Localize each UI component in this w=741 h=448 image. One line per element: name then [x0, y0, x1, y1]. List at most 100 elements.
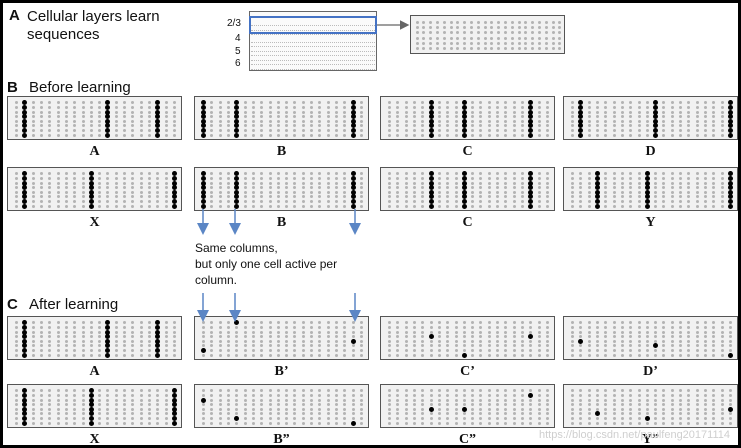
inactive-cell [487, 421, 491, 425]
inactive-cell [139, 349, 143, 352]
inactive-cell [326, 398, 330, 402]
inactive-cell [156, 394, 160, 397]
inactive-cell [670, 200, 674, 203]
inactive-cell [612, 394, 616, 397]
inactive-cell [310, 353, 314, 357]
active-cell [201, 132, 207, 138]
inactive-cell [260, 172, 264, 176]
inactive-cell [293, 407, 297, 411]
active-cell [528, 100, 534, 106]
inactive-cell [147, 186, 151, 190]
inactive-cell [334, 417, 338, 420]
inactive-cell [479, 389, 483, 393]
cell-grid-row-c2-2 [380, 384, 555, 428]
inactive-cell [56, 335, 60, 339]
inactive-cell [131, 119, 135, 123]
inactive-cell [48, 110, 52, 114]
inactive-cell [529, 403, 533, 407]
active-cell [105, 338, 111, 344]
inactive-cell [679, 349, 683, 352]
inactive-cell [98, 407, 102, 411]
inactive-cell [293, 190, 297, 194]
inactive-cell [679, 412, 683, 416]
inactive-cell [73, 326, 77, 329]
inactive-cell [604, 353, 608, 357]
inactive-cell [15, 115, 19, 119]
inactive-cell [662, 417, 666, 420]
inactive-cell [687, 417, 691, 420]
inactive-cell [429, 344, 433, 348]
inactive-cell [251, 177, 255, 180]
inactive-cell [504, 101, 508, 105]
inactive-cell [571, 339, 575, 343]
inactive-cell [260, 115, 264, 119]
inactive-cell [728, 339, 732, 343]
inactive-cell [545, 195, 549, 199]
active-cell [644, 203, 650, 209]
inactive-cell [404, 204, 408, 208]
inactive-cell [359, 190, 363, 194]
inactive-cell [114, 181, 118, 185]
inactive-cell [695, 190, 699, 194]
active-cell [22, 109, 28, 115]
inactive-cell [351, 403, 355, 407]
inactive-cell [227, 421, 231, 425]
inactive-cell [81, 190, 85, 194]
inactive-cell [243, 186, 247, 190]
inactive-cell [156, 177, 160, 180]
inactive-cell [537, 101, 541, 105]
inactive-cell [404, 172, 408, 176]
inactive-cell [442, 21, 446, 24]
active-cell [461, 114, 467, 120]
inactive-cell [15, 339, 19, 343]
inactive-cell [620, 403, 624, 407]
active-cell [22, 185, 28, 191]
inactive-cell [172, 353, 176, 357]
inactive-cell [421, 204, 425, 208]
inactive-cell [454, 200, 458, 203]
inactive-cell [579, 389, 583, 393]
inactive-cell [645, 403, 649, 407]
inactive-cell [56, 129, 60, 132]
inactive-cell [106, 177, 110, 180]
active-cell [88, 176, 94, 181]
inactive-cell [164, 389, 168, 393]
active-cell [461, 132, 467, 138]
inactive-cell [276, 335, 280, 339]
active-cell [22, 105, 28, 110]
inactive-cell [545, 129, 549, 132]
inactive-cell [276, 133, 280, 137]
inactive-cell [131, 106, 135, 109]
inactive-cell [510, 36, 514, 40]
inactive-cell [89, 106, 93, 109]
active-cell [22, 334, 28, 340]
inactive-cell [64, 407, 68, 411]
inactive-cell [301, 200, 305, 203]
inactive-cell [612, 398, 616, 402]
inactive-cell [596, 119, 600, 123]
inactive-cell [620, 110, 624, 114]
inactive-cell [538, 26, 541, 30]
inactive-cell [496, 421, 500, 425]
inactive-cell [479, 407, 483, 411]
inactive-cell [604, 195, 608, 199]
inactive-cell [487, 344, 491, 348]
inactive-cell [243, 353, 247, 357]
inactive-cell [301, 349, 305, 352]
active-cell [22, 420, 28, 426]
inactive-cell [388, 124, 392, 128]
inactive-cell [479, 177, 483, 180]
inactive-cell [334, 195, 338, 199]
active-cell [105, 325, 111, 330]
inactive-cell [210, 417, 214, 420]
inactive-cell [437, 412, 441, 416]
inactive-cell [210, 177, 214, 180]
inactive-cell [596, 353, 600, 357]
inactive-cell [396, 115, 400, 119]
inactive-cell [310, 110, 314, 114]
active-cell [461, 189, 467, 195]
inactive-cell [537, 389, 541, 393]
active-cell [201, 397, 207, 403]
inactive-cell [471, 349, 475, 352]
inactive-cell [268, 403, 272, 407]
